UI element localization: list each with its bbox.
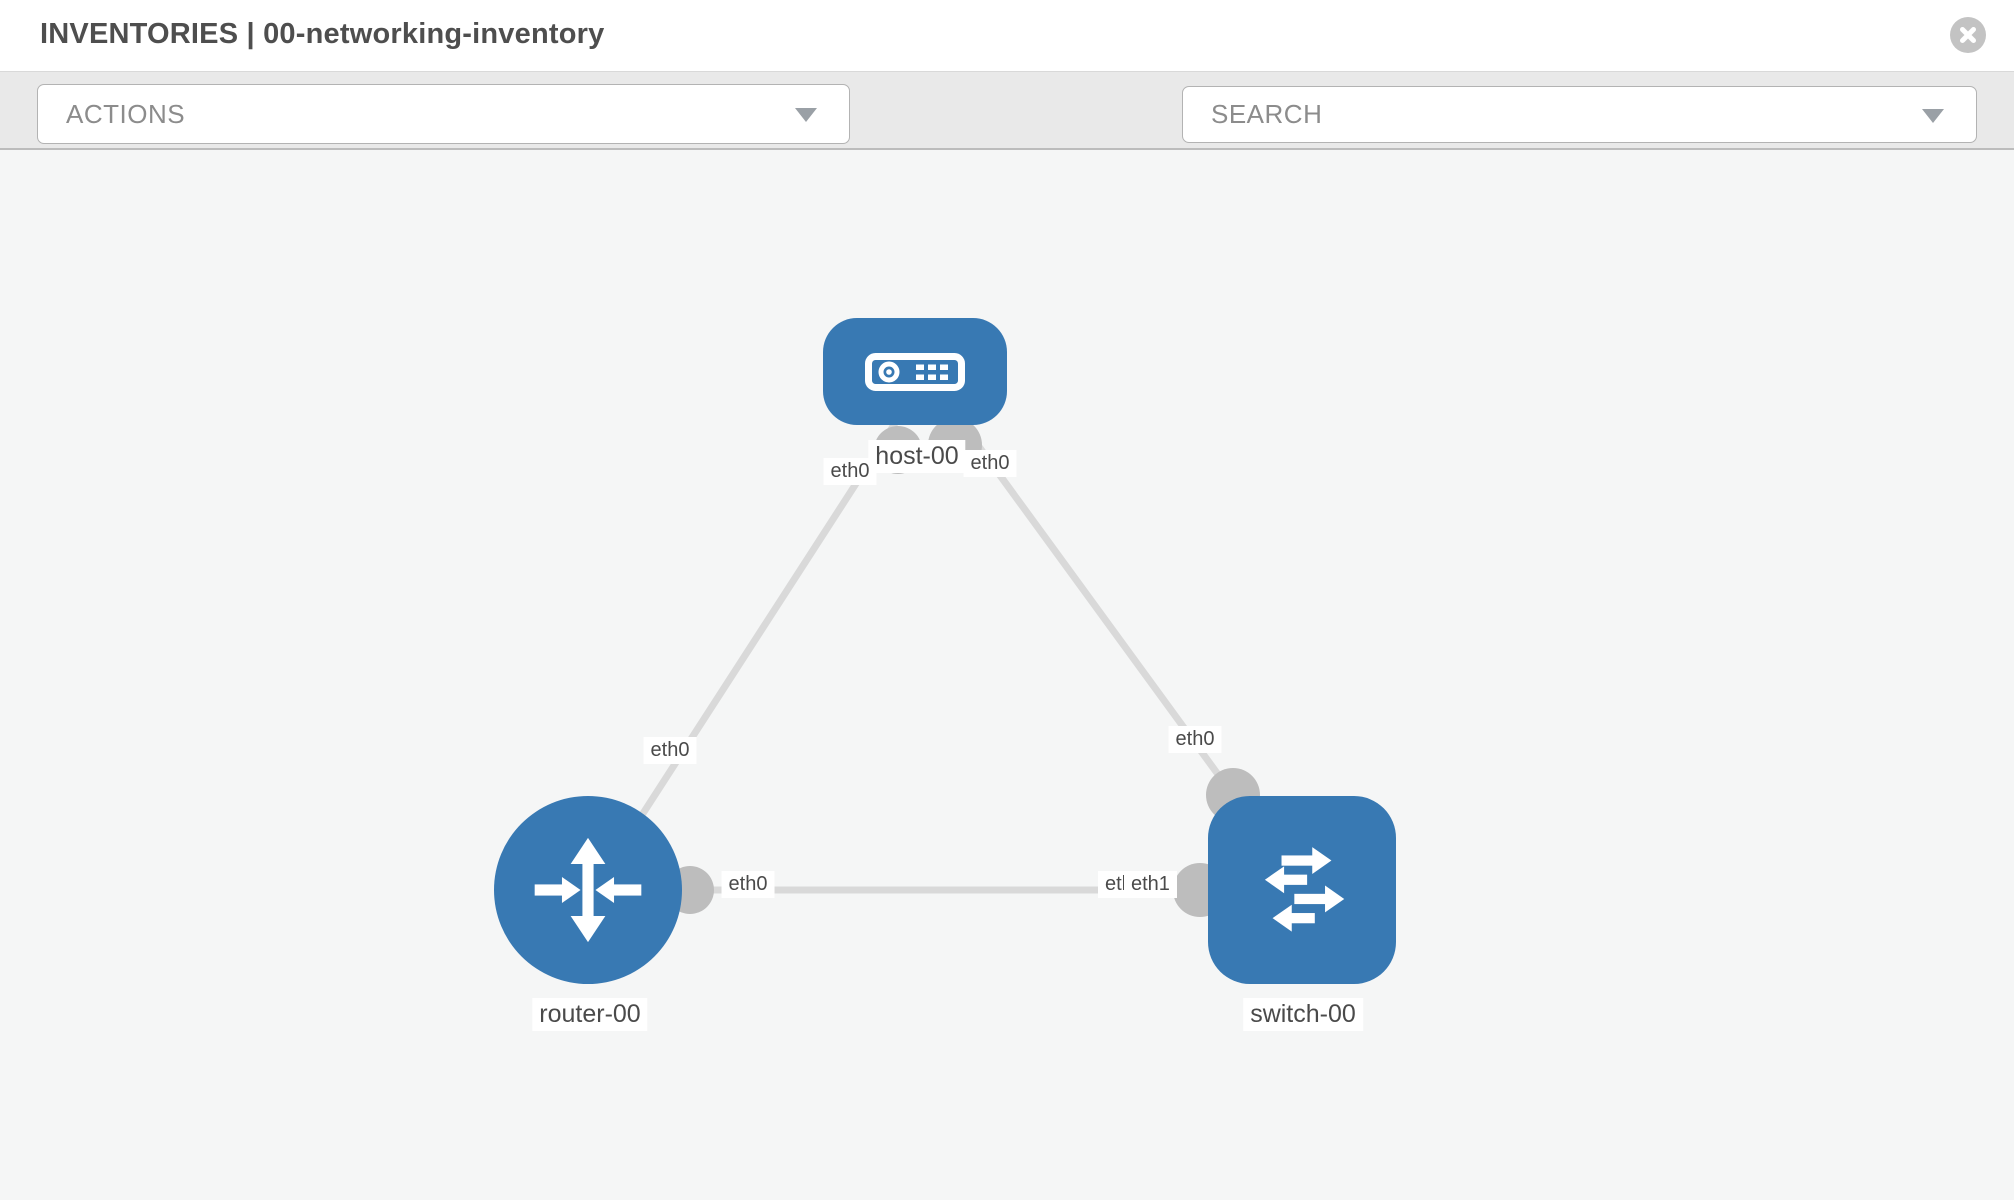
chevron-down-icon [1922, 108, 1944, 123]
node-host-00[interactable] [823, 318, 1007, 425]
switch-icon [1264, 847, 1345, 932]
page-header: INVENTORIES | 00-networking-inventory [0, 0, 2014, 72]
close-button[interactable] [1950, 17, 1986, 53]
interface-label: eth0 [721, 871, 775, 898]
interface-label: eth0 [823, 458, 877, 485]
node-label-switch: switch-00 [1243, 998, 1363, 1031]
node-label-router: router-00 [532, 998, 648, 1031]
interface-label: eth0 [643, 737, 697, 764]
node-router-00[interactable] [494, 796, 682, 984]
chevron-down-icon [795, 108, 817, 122]
search-input[interactable]: SEARCH [1211, 99, 1323, 129]
interface-label: eth0 [1168, 726, 1222, 753]
actions-dropdown[interactable]: ACTIONS [37, 84, 850, 144]
interface-label: eth0 [963, 450, 1017, 477]
toolbar: ACTIONS [0, 72, 2014, 202]
actions-dropdown-label: ACTIONS [66, 98, 186, 129]
close-icon [1960, 27, 1976, 43]
search-dropdown[interactable]: SEARCH [1182, 86, 1977, 143]
node-switch-00[interactable] [1208, 796, 1396, 984]
host-icon [865, 352, 965, 391]
node-label-host: host-00 [868, 440, 966, 473]
topology-canvas[interactable]: host-00 router-00 switch-00 eth0 eth0 et… [0, 150, 2014, 1200]
router-icon [534, 837, 642, 943]
page-title: INVENTORIES | 00-networking-inventory [40, 18, 605, 50]
links-layer [560, 397, 1330, 917]
interface-label: eth1 [1124, 871, 1177, 898]
